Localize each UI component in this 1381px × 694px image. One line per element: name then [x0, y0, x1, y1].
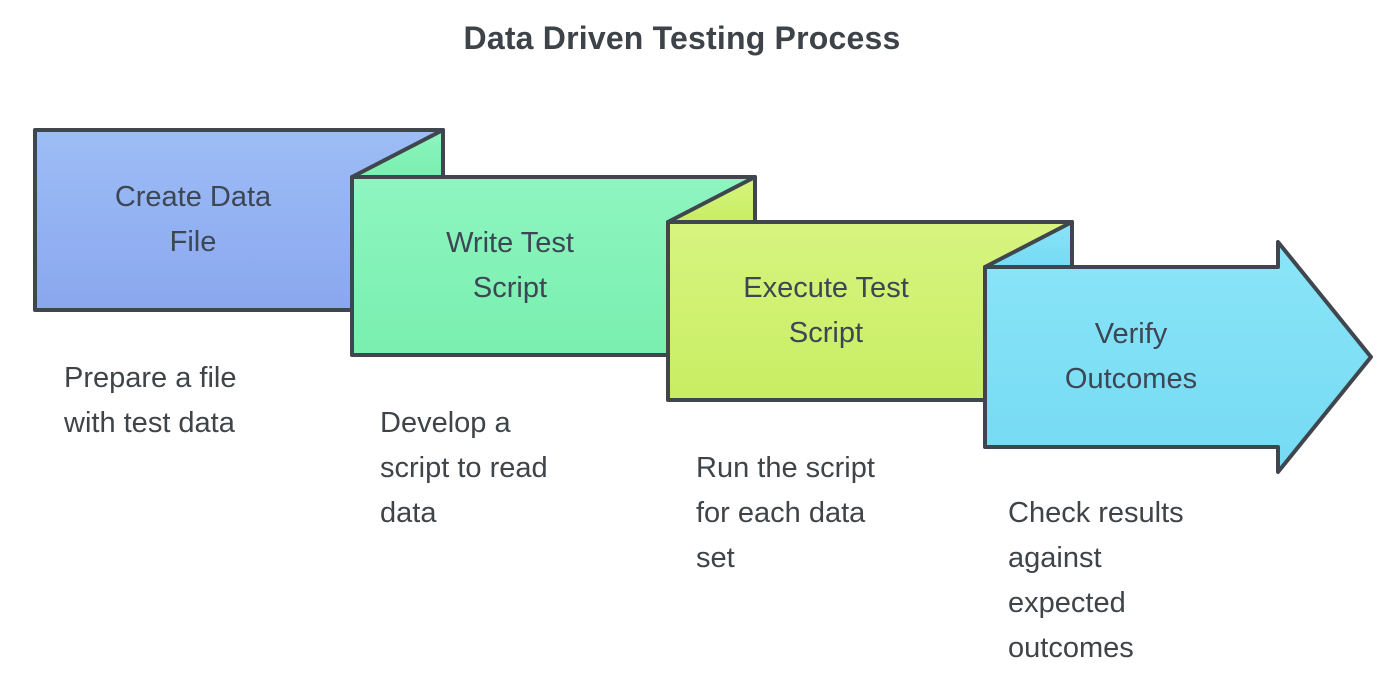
diagram-title: Data Driven Testing Process [463, 20, 901, 56]
stage-4-arrow-shape [983, 240, 1373, 474]
